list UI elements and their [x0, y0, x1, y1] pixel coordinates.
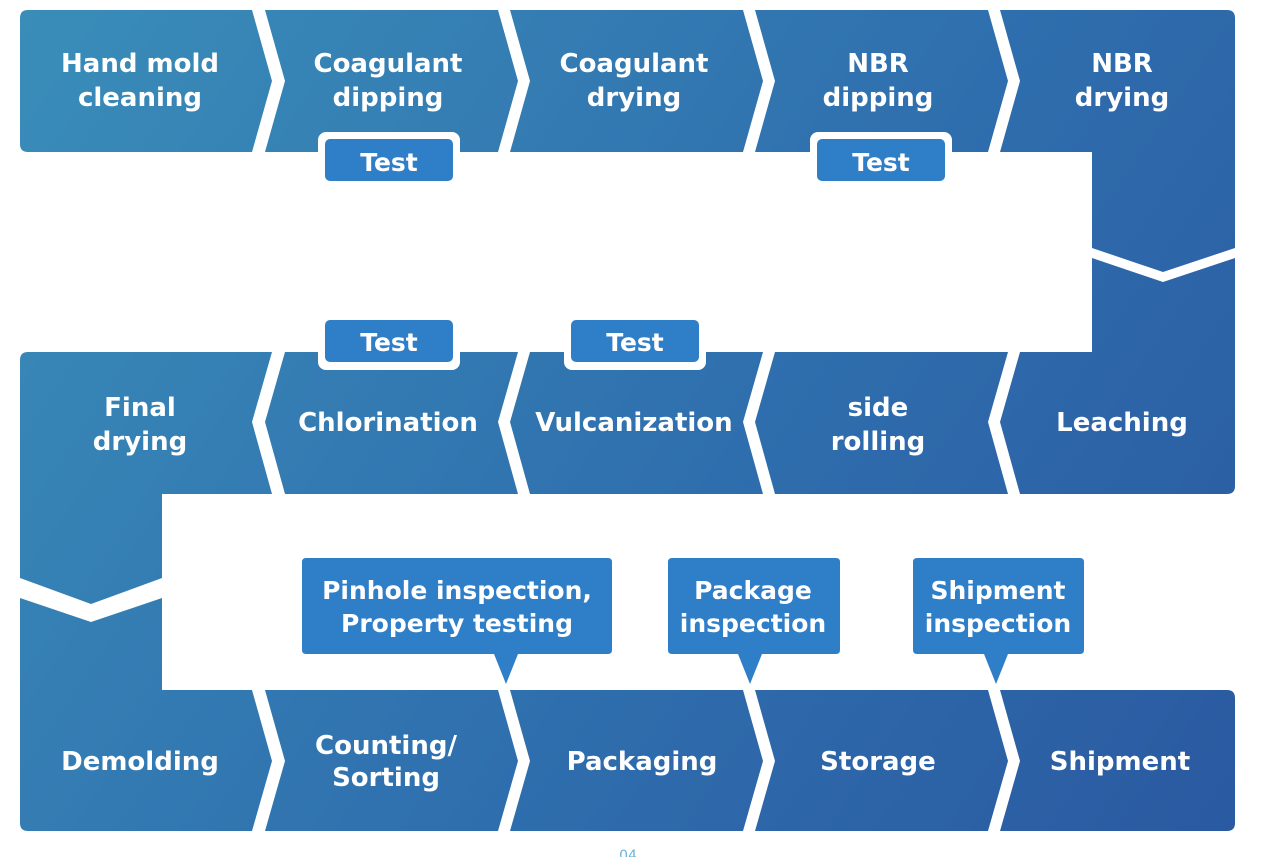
step-vulcanization: Vulcanization — [510, 352, 763, 494]
step-label: drying — [93, 427, 187, 457]
test-tag-vulcanization: Test — [564, 314, 706, 370]
step-label: Counting/ — [315, 731, 457, 761]
callout-package-inspection: Package inspection — [668, 558, 840, 684]
step-label: Final — [104, 393, 176, 423]
step-label: dipping — [333, 83, 444, 113]
step-label: drying — [1075, 83, 1169, 113]
callout-label: Package — [694, 576, 812, 605]
step-packaging: Packaging — [510, 690, 763, 831]
test-tag-nbr-dipping: Test — [810, 132, 952, 188]
step-leaching: Leaching — [1000, 258, 1235, 494]
page-number: 04 — [619, 848, 637, 857]
step-label: Coagulant — [559, 49, 708, 79]
step-label: Hand mold — [61, 49, 219, 79]
callout-shipment-inspection: Shipment inspection — [913, 558, 1084, 684]
callout-label: inspection — [925, 609, 1071, 638]
step-demolding: Demolding — [20, 598, 272, 831]
step-label: Leaching — [1056, 408, 1188, 438]
step-label: Demolding — [61, 747, 219, 777]
callout-label: Pinhole inspection, — [322, 576, 592, 605]
step-label: Storage — [820, 747, 936, 777]
test-tag-coagulant-dipping: Test — [318, 132, 460, 188]
step-nbr-drying: NBR drying — [1000, 10, 1235, 272]
step-shipment: Shipment — [1000, 690, 1235, 831]
step-hand-mold-cleaning: Hand mold cleaning — [20, 10, 272, 152]
step-coagulant-drying: Coagulant drying — [510, 10, 763, 152]
step-label: Vulcanization — [535, 408, 732, 438]
test-label: Test — [606, 328, 664, 357]
step-side-rolling: side rolling — [755, 352, 1008, 494]
step-label: Coagulant — [313, 49, 462, 79]
step-label: drying — [587, 83, 681, 113]
test-label: Test — [360, 328, 418, 357]
step-chlorination: Chlorination — [265, 352, 518, 494]
step-storage: Storage — [755, 690, 1008, 831]
step-label: side — [848, 393, 909, 423]
callout-label: Shipment — [930, 576, 1065, 605]
step-label: Sorting — [332, 763, 440, 793]
step-label: NBR — [1091, 49, 1153, 79]
step-label: Chlorination — [298, 408, 478, 438]
step-final-drying: Final drying — [20, 352, 272, 604]
step-label: rolling — [831, 427, 926, 457]
step-label: Shipment — [1050, 747, 1190, 777]
callout-label: inspection — [680, 609, 826, 638]
test-label: Test — [360, 148, 418, 177]
test-label: Test — [852, 148, 910, 177]
test-tag-chlorination: Test — [318, 314, 460, 370]
step-coagulant-dipping: Coagulant dipping — [265, 10, 518, 152]
step-label: Packaging — [567, 747, 718, 777]
callout-label: Property testing — [341, 609, 573, 638]
step-counting-sorting: Counting/ Sorting — [265, 690, 518, 831]
step-label: NBR — [847, 49, 909, 79]
step-nbr-dipping: NBR dipping — [755, 10, 1008, 152]
step-label: dipping — [823, 83, 934, 113]
callout-pinhole-inspection: Pinhole inspection, Property testing — [302, 558, 612, 684]
step-label: cleaning — [78, 83, 202, 113]
